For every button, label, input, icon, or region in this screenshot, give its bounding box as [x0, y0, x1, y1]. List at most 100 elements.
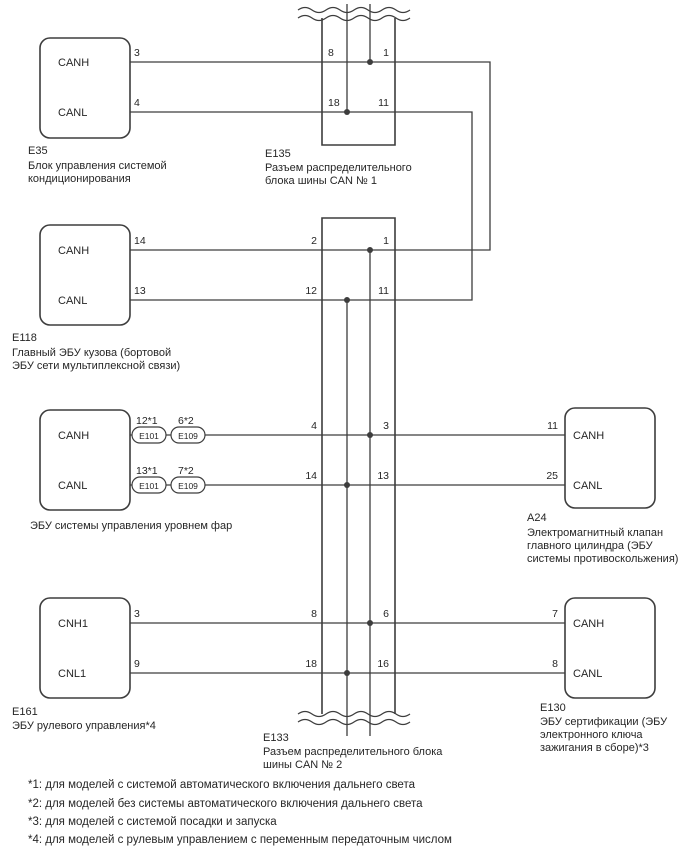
e135-pin-bottom-right: 11: [378, 97, 389, 109]
e118-pin-canh: 14: [134, 235, 146, 247]
e133-pin-left-12: 12: [305, 285, 317, 297]
junction-dot: [367, 247, 373, 253]
e130-terminal-canl-label: CANL: [573, 668, 602, 680]
break-masks: [294, 10, 414, 722]
e133-pin-right-16: 16: [377, 658, 389, 670]
component-boxes: [39, 14, 656, 720]
e118-terminal-canl-label: CANL: [58, 295, 87, 307]
footnote-1: *1: для моделей с системой автоматическо…: [28, 779, 416, 791]
a24-terminal-canl-label: CANL: [573, 480, 602, 492]
a24-pin-canl: 25: [546, 470, 558, 482]
e135-desc-line2: блока шины CAN № 1: [265, 175, 377, 187]
e133-pin-right-6: 6: [383, 608, 389, 620]
e161-ecu-box: [39, 597, 131, 699]
e130-pin-canh: 7: [552, 608, 558, 620]
break-wave: [297, 6, 411, 14]
e133-labels: 2 12 4 14 8 18 1 11 3 13 6 16 E133 Разъе…: [263, 235, 443, 771]
e161-pin-cnh1: 3: [134, 608, 140, 620]
e133-pin-left-18: 18: [305, 658, 317, 670]
footnote-2: *2: для моделей без системы автоматическ…: [28, 798, 423, 810]
a24-labels: CANH CANL 11 25 A24 Электромагнитный кла…: [527, 420, 678, 565]
e161-id-label: E161: [12, 706, 38, 718]
e161-pin-cnl1: 9: [134, 658, 140, 670]
junction-dot: [344, 297, 350, 303]
e133-junction-box: [321, 217, 396, 720]
a24-pin-canh: 11: [547, 420, 558, 432]
e35-pin-canl: 4: [134, 97, 140, 109]
connector-oval-e109-canh: [170, 426, 206, 444]
e135-pin-top-left: 8: [328, 47, 334, 59]
e135-pin-bottom-left: 18: [328, 97, 340, 109]
e130-ecu-box: [564, 597, 656, 699]
e118-id-label: E118: [12, 332, 37, 344]
junction-dot: [367, 620, 373, 626]
e118-pin-canl: 13: [134, 285, 146, 297]
e161-desc-line1: ЭБУ рулевого управления*4: [12, 720, 156, 732]
break-waves: [297, 6, 411, 726]
e35-desc-line2: кондиционирования: [28, 173, 131, 185]
break-wave: [297, 14, 411, 22]
e133-pin-right-1: 1: [383, 235, 389, 247]
e135-labels: 8 1 18 11 E135 Разъем распределительного…: [265, 47, 412, 187]
a24-id-label: A24: [527, 512, 547, 524]
e133-pin-left-14: 14: [305, 470, 317, 482]
footnote-3: *3: для моделей с системой посадки и зап…: [28, 816, 277, 828]
headlamp-ecu-labels: CANH CANL 12*1 6*2 13*1 7*2 ЭБУ системы …: [30, 415, 232, 532]
junction-dot: [344, 670, 350, 676]
e130-pin-canl: 8: [552, 658, 558, 670]
e133-id-label: E133: [263, 732, 289, 744]
junction-dot: [344, 109, 350, 115]
headlamp-pin-canl-1: 13*1: [136, 465, 158, 477]
connector-label-e101: E101: [139, 481, 159, 491]
a24-desc-line2: главного цилиндра (ЭБУ: [527, 540, 654, 552]
headlamp-pin-canl-2: 7*2: [178, 465, 194, 477]
e35-terminal-canh-label: CANH: [58, 57, 89, 69]
headlamp-ecu-box: [39, 409, 131, 511]
e161-terminal-cnl1-label: CNL1: [58, 668, 86, 680]
headlamp-pin-canh-2: 6*2: [178, 415, 194, 427]
e135-id-label: E135: [265, 148, 291, 160]
junction-dot: [367, 59, 373, 65]
e35-id-label: E35: [28, 145, 48, 157]
e135-break-mask: [294, 10, 414, 18]
connector-label-e109: E109: [178, 481, 198, 491]
junction-dot: [367, 432, 373, 438]
e35-desc-line1: Блок управления системой: [28, 160, 167, 172]
a24-desc-line1: Электромагнитный клапан: [527, 527, 663, 539]
a24-ecu-box: [564, 407, 656, 509]
e135-pin-top-right: 1: [383, 47, 389, 59]
inline-connectors: E101 E109 E101 E109: [131, 426, 206, 494]
a24-terminal-canh-label: CANH: [573, 430, 604, 442]
connector-label-e109: E109: [178, 431, 198, 441]
e161-labels: CNH1 CNL1 3 9 E161 ЭБУ рулевого управлен…: [12, 608, 156, 732]
wire-e135-to-e133-canh: [395, 61, 491, 251]
e133-pin-left-2: 2: [311, 235, 317, 247]
e118-ecu-box: [39, 224, 131, 326]
headlamp-terminal-canh-label: CANH: [58, 430, 89, 442]
headlamp-desc-line1: ЭБУ системы управления уровнем фар: [30, 520, 232, 532]
e118-desc-line1: Главный ЭБУ кузова (бортовой: [12, 347, 171, 359]
e118-desc-line2: ЭБУ сети мультиплексной связи): [12, 360, 180, 372]
e135-junction-box: [321, 14, 396, 146]
break-wave: [297, 710, 411, 718]
e133-pin-left-8: 8: [311, 608, 317, 620]
e133-pin-right-13: 13: [377, 470, 389, 482]
e130-labels: CANH CANL 7 8 E130 ЭБУ сертификации (ЭБУ…: [540, 608, 668, 754]
e133-break-mask: [294, 714, 414, 722]
e130-desc-line1: ЭБУ сертификации (ЭБУ: [540, 716, 668, 728]
e130-id-label: E130: [540, 702, 566, 714]
e130-desc-line3: зажигания в сборе)*3: [540, 742, 649, 754]
e133-pin-right-11: 11: [378, 285, 389, 297]
connector-label-e101: E101: [139, 431, 159, 441]
connector-oval-e101-canl: [131, 476, 167, 494]
break-wave: [297, 718, 411, 726]
e118-labels: CANH CANL 14 13 E118 Главный ЭБУ кузова …: [12, 235, 180, 372]
e118-terminal-canh-label: CANH: [58, 245, 89, 257]
e133-pin-right-3: 3: [383, 420, 389, 432]
e133-desc-line2: шины CAN № 2: [263, 759, 342, 771]
footnote-4: *4: для моделей с рулевым управлением с …: [28, 834, 452, 846]
e133-desc-line1: Разъем распределительного блока: [263, 746, 443, 758]
e130-desc-line2: электронного ключа: [540, 729, 643, 741]
headlamp-terminal-canl-label: CANL: [58, 480, 87, 492]
